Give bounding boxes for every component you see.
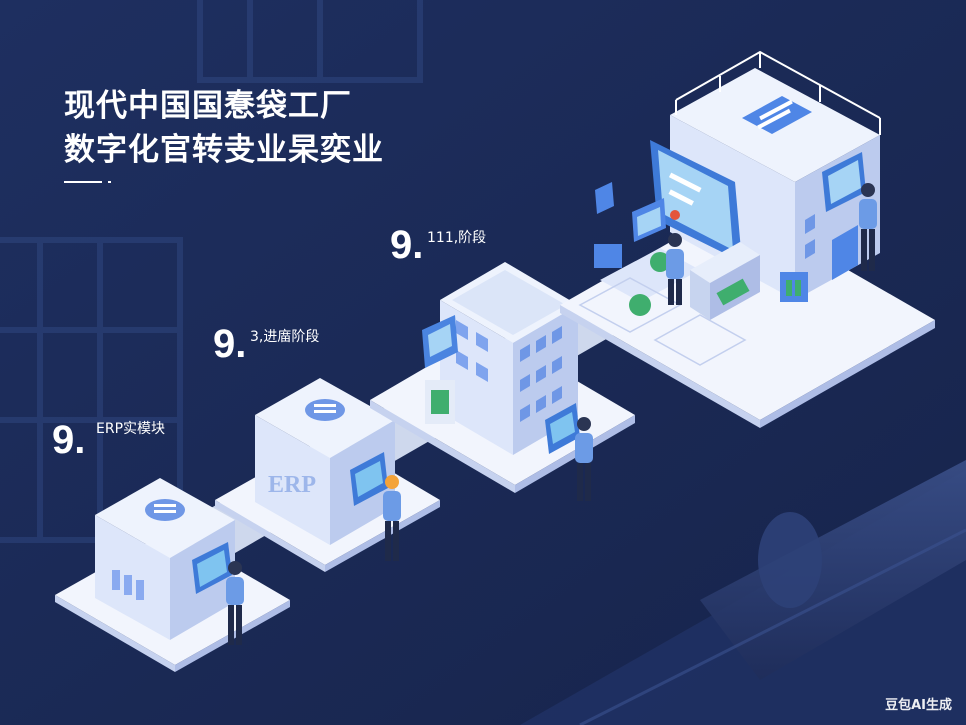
platform-2: ERP <box>215 378 440 572</box>
background-pipes <box>520 460 966 725</box>
worker-4 <box>666 233 684 305</box>
title-divider-dot <box>108 181 111 183</box>
worker-1 <box>226 561 244 645</box>
background-structures <box>0 0 423 543</box>
stage-2-number: 9. <box>213 322 247 366</box>
erp-sign: ERP <box>268 472 316 498</box>
title-divider <box>64 181 102 183</box>
stage-1-number: 9. <box>52 418 86 462</box>
platform-4 <box>560 50 935 428</box>
stage-3-label: 111,阶段 <box>427 230 487 246</box>
title-line-1: 现代中国国惷袋工厂 <box>64 88 352 124</box>
stage-1-label: ERP实模块 <box>96 421 166 437</box>
watermark: 豆包AI生成 <box>885 698 952 713</box>
worker-5 <box>859 183 877 271</box>
worker-2 <box>383 475 401 561</box>
stage-2-label: 3,进庿阶段 <box>250 329 320 345</box>
worker-3 <box>575 417 593 501</box>
stage-3-number: 9. <box>390 223 424 267</box>
platform-3 <box>370 262 635 493</box>
title-line-2: 数字化官转叏业杲奕业 <box>64 132 384 168</box>
